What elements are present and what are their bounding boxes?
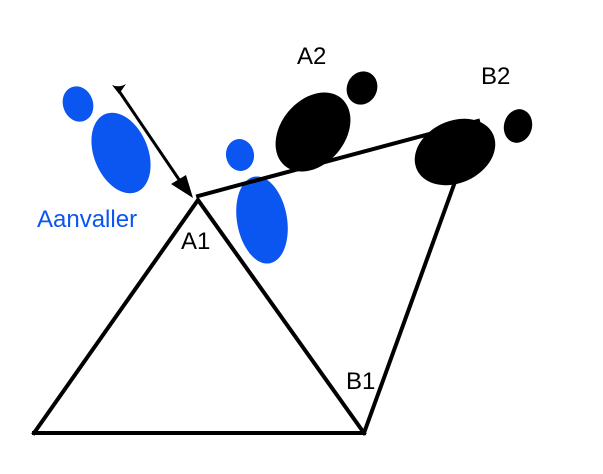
formation-lines [31, 118, 481, 436]
movement-arrow-head [171, 175, 193, 198]
movement-arrow-tail [112, 84, 126, 94]
movement-arrow-shaft [117, 90, 182, 182]
attacker-a1-small-footprint-icon [225, 139, 255, 171]
b1-label: B1 [346, 368, 375, 395]
defender-b2-player-icon [414, 109, 533, 186]
attacker-a1-large-footprint-icon [236, 176, 288, 264]
movement-arrow-icon [112, 84, 193, 198]
line-b1-b2 [361, 165, 463, 436]
defender-a2-large-footprint-icon [275, 92, 351, 172]
attacker-label: Aanvaller [37, 206, 137, 233]
b2-label: B2 [481, 63, 510, 90]
line-a1-b2 [195, 118, 481, 199]
a2-label: A2 [297, 43, 326, 70]
defender-b2-small-footprint-icon [503, 109, 533, 143]
a1-label: A1 [181, 228, 210, 255]
attacker-start-player-icon [62, 86, 151, 194]
defender-b2-large-footprint-icon [414, 118, 496, 186]
attacker-start-large-footprint-icon [91, 112, 151, 194]
attacker-start-small-footprint-icon [62, 86, 94, 122]
attacker-a1-player-icon [225, 139, 288, 264]
defender-a2-player-icon [275, 71, 378, 172]
defender-a2-small-footprint-icon [346, 71, 378, 105]
triangle-line [31, 196, 367, 436]
